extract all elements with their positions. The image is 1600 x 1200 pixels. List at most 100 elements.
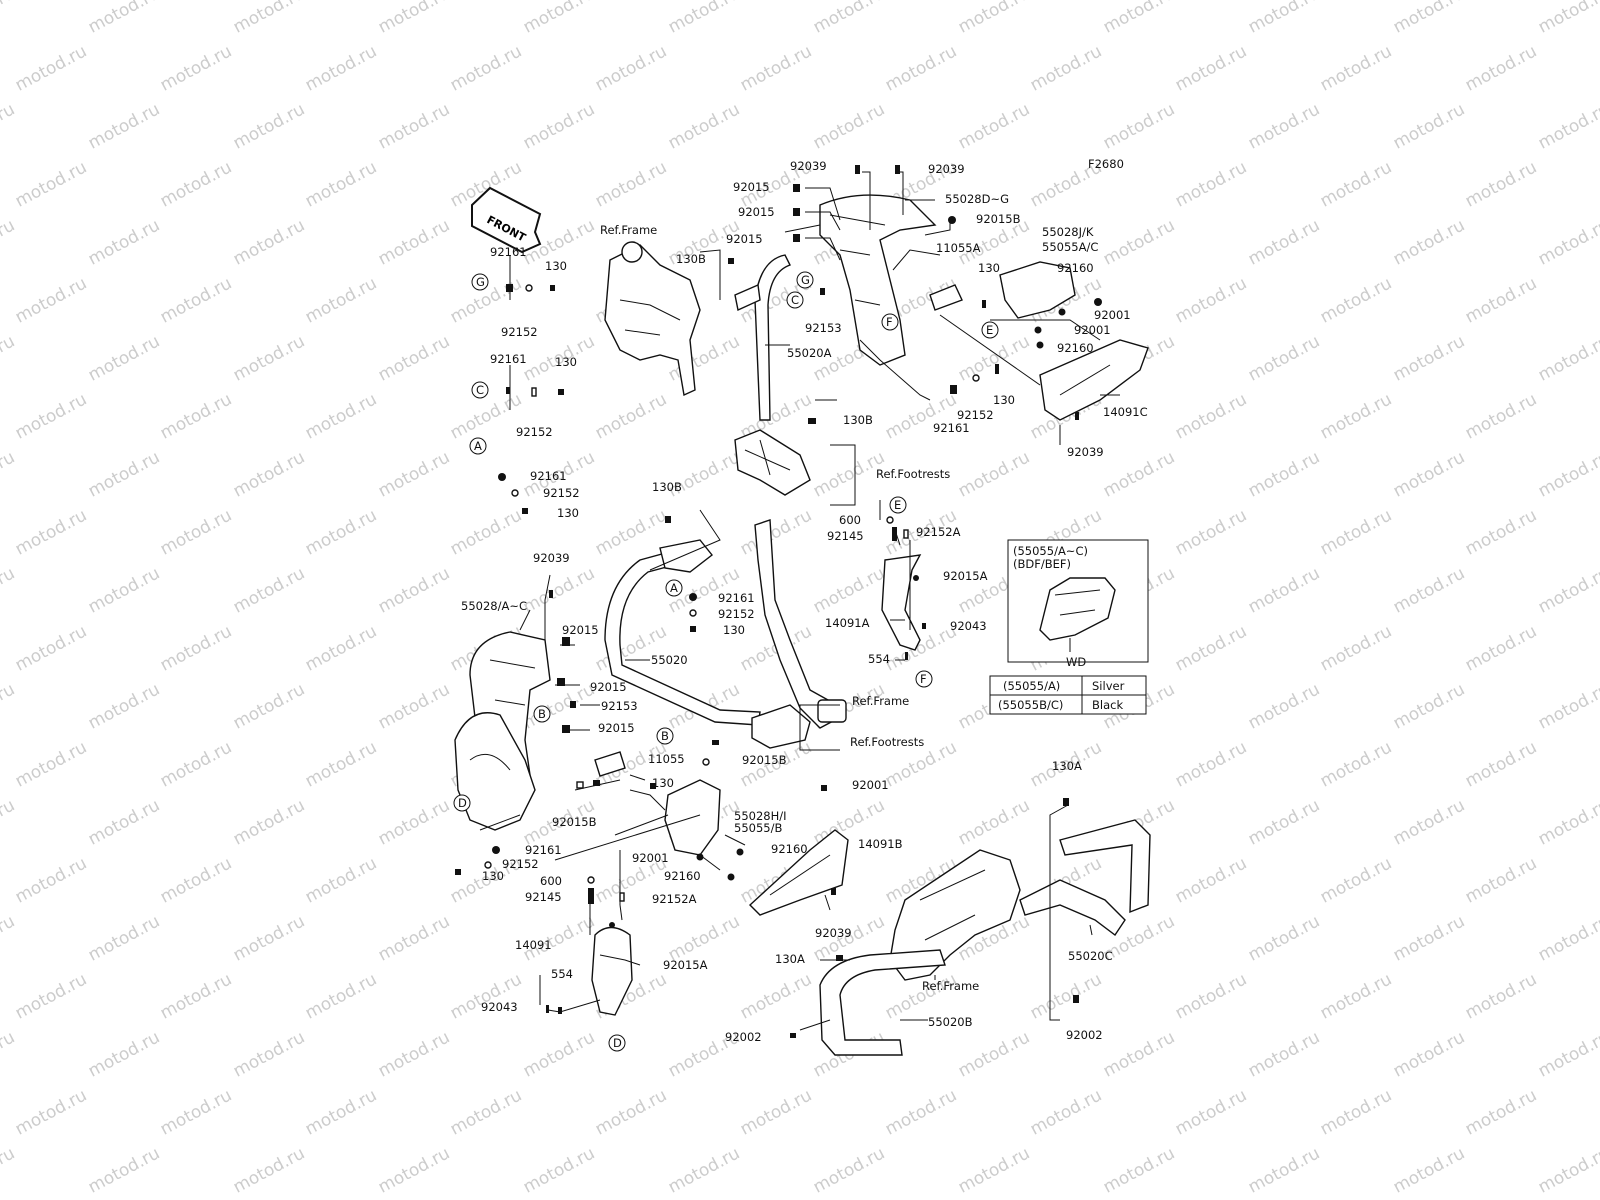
callout-c-right: C: [786, 291, 804, 309]
label-92161: 92161: [490, 245, 527, 259]
label-130a: 130A: [775, 952, 805, 966]
callout-f-mid: F: [915, 670, 933, 688]
callout-d-left: D: [453, 794, 471, 812]
svg-text:A: A: [670, 581, 678, 595]
label-92002: 92002: [725, 1030, 762, 1044]
inset-title: (55055/A~C): [1013, 544, 1088, 558]
label-14091: 14091: [515, 938, 552, 952]
svg-text:D: D: [613, 1036, 622, 1050]
label-130: 130: [557, 506, 579, 520]
label-92039: 92039: [815, 926, 852, 940]
table-row-part: (55055/A): [1003, 679, 1060, 693]
label-92015: 92015: [726, 232, 763, 246]
label-55028ac: 55028/A~C: [461, 599, 527, 613]
footrest-bracket-mid-part: [751, 704, 811, 749]
lower-cover-lower-part: [748, 829, 849, 916]
svg-text:E: E: [894, 498, 901, 512]
label-92152: 92152: [501, 325, 538, 339]
callout-d-bottom: D: [608, 1034, 626, 1052]
label-92145: 92145: [827, 529, 864, 543]
upper-cowl-part: [819, 194, 937, 366]
svg-text:B: B: [661, 729, 669, 743]
label-130: 130: [993, 393, 1015, 407]
label-92015b: 92015B: [742, 753, 787, 767]
label-554: 554: [551, 967, 573, 981]
callout-g-left: G: [471, 273, 489, 291]
label-92001: 92001: [1094, 308, 1131, 322]
lower-cowl-left-part: [454, 712, 536, 831]
lower-guard-bar-left-part: [819, 949, 946, 1056]
label-55020a: 55020A: [787, 346, 832, 360]
label-600: 600: [540, 874, 562, 888]
label-92152a: 92152A: [916, 525, 961, 539]
label-92152: 92152: [957, 408, 994, 422]
label-92043: 92043: [481, 1000, 518, 1014]
callout-g-right: G: [796, 271, 814, 289]
label-55020c: 55020C: [1068, 949, 1113, 963]
label-130: 130: [723, 623, 745, 637]
label-92043: 92043: [950, 619, 987, 633]
inset-box: (55055/A~C) (BDF/BEF) WD (55055/A) Silve…: [989, 539, 1149, 715]
label-92153: 92153: [601, 699, 638, 713]
label-11055: 11055: [648, 752, 685, 766]
label-92015a: 92015A: [663, 958, 708, 972]
label-92039: 92039: [1067, 445, 1104, 459]
label-554: 554: [868, 652, 890, 666]
front-arrow-icon: FRONT: [471, 186, 542, 254]
callout-e-right: E: [981, 321, 999, 339]
label-92161: 92161: [525, 843, 562, 857]
callout-circles: G G C C A A E E F F B B D D: [453, 271, 999, 1052]
svg-text:G: G: [801, 273, 810, 287]
guard-bar-part: [604, 544, 761, 726]
label-92015b: 92015B: [552, 815, 597, 829]
svg-text:C: C: [791, 293, 799, 307]
callout-c-left: C: [471, 381, 489, 399]
label-55028hi: 55028H/I: [734, 809, 787, 823]
callout-b-mid: B: [656, 727, 674, 745]
label-92015: 92015: [590, 680, 627, 694]
label-92001: 92001: [1074, 323, 1111, 337]
label-130a: 130A: [1052, 759, 1082, 773]
label-ref-footrests: Ref.Footrests: [876, 467, 950, 481]
svg-text:E: E: [986, 323, 993, 337]
table-row-part: (55055B/C): [998, 698, 1063, 712]
fastener-marks: [455, 165, 1102, 1038]
label-92160: 92160: [1057, 261, 1094, 275]
label-55028jk: 55028J/K: [1042, 225, 1094, 239]
label-92152: 92152: [718, 607, 755, 621]
color-table: (55055/A) Silver (55055B/C) Black: [989, 675, 1147, 715]
label-92161: 92161: [933, 421, 970, 435]
label-ref-frame: Ref.Frame: [600, 223, 657, 237]
label-92015: 92015: [598, 721, 635, 735]
label-11055a: 11055A: [936, 241, 981, 255]
label-130: 130: [555, 355, 577, 369]
label-14091b: 14091B: [858, 837, 903, 851]
label-ref-frame: Ref.Frame: [852, 694, 909, 708]
cover-14091-part: [591, 926, 633, 1016]
side-cover-upper-part: [999, 261, 1076, 319]
label-92002: 92002: [1066, 1028, 1103, 1042]
figure-code: F2680: [1088, 157, 1124, 171]
label-130: 130: [545, 259, 567, 273]
label-92161: 92161: [718, 591, 755, 605]
label-92001: 92001: [632, 851, 669, 865]
label-92015a: 92015A: [943, 569, 988, 583]
label-55055ac: 55055A/C: [1042, 240, 1098, 254]
table-row-color: Black: [1092, 698, 1123, 712]
label-ref-footrests: Ref.Footrests: [850, 735, 924, 749]
frame-stay-part: [754, 519, 836, 729]
inset-subtitle: (BDF/BEF): [1013, 557, 1071, 571]
label-92015: 92015: [562, 623, 599, 637]
svg-text:G: G: [476, 275, 485, 289]
callout-b-left: B: [533, 705, 551, 723]
label-55020: 55020: [651, 653, 688, 667]
svg-text:C: C: [476, 383, 484, 397]
label-130: 130: [978, 261, 1000, 275]
label-130: 130: [482, 869, 504, 883]
upper-guard-bar-part: [754, 254, 791, 421]
svg-text:A: A: [474, 439, 482, 453]
label-55028dg: 55028D~G: [945, 192, 1009, 206]
label-ref-frame: Ref.Frame: [922, 979, 979, 993]
label-130b: 130B: [652, 480, 682, 494]
